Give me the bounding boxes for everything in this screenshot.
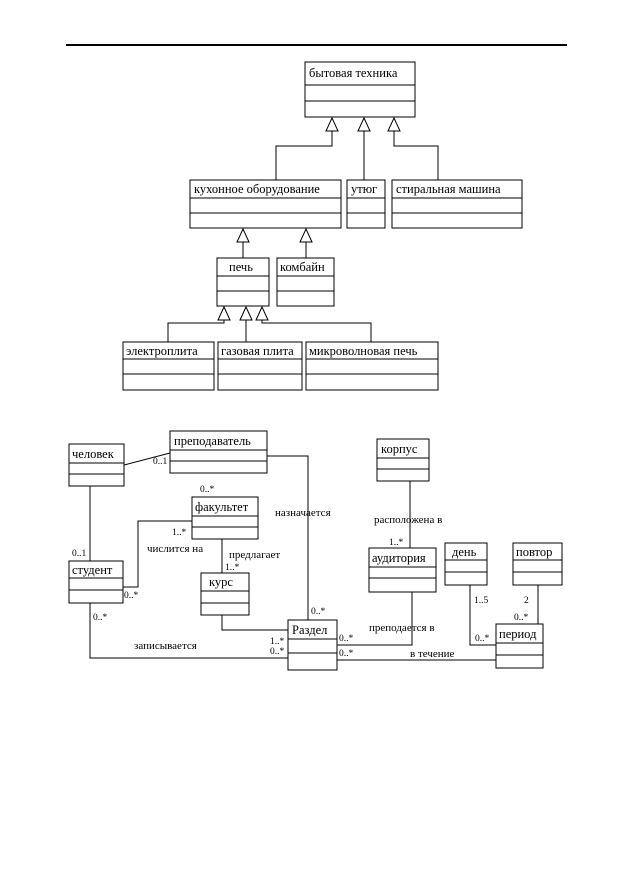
class-section-name: Раздел: [292, 623, 327, 637]
class-gas-stove: [217, 341, 303, 391]
class-repeat-name: повтор: [516, 545, 552, 559]
generalization-electric-stove: [167, 320, 225, 342]
assoc-label-assigned: назначается: [275, 507, 331, 519]
class-classroom-name: аудитория: [372, 551, 426, 565]
class-day-name: день: [452, 545, 477, 559]
generalization-arrow-icon: [299, 227, 313, 243]
class-person-name: человек: [72, 447, 115, 461]
assoc-day-period: [469, 585, 496, 646]
multiplicity-label: 0..1: [72, 549, 87, 559]
multiplicity-label: 0..*: [93, 613, 108, 623]
multiplicity-label: 2: [524, 596, 529, 606]
class-oven-name: печь: [229, 260, 253, 274]
class-teacher-name: преподаватель: [174, 434, 251, 448]
multiplicity-label: 0..*: [475, 634, 490, 644]
multiplicity-label: 0..*: [200, 485, 215, 495]
assoc-teacher-section: [267, 455, 309, 620]
generalization-arrow-icon: [255, 305, 269, 321]
multiplicity-label: 0..*: [124, 591, 139, 601]
class-combine-name: комбайн: [280, 260, 325, 274]
generalization-washing-machine: [393, 131, 439, 180]
assoc-label-during: в течение: [410, 648, 455, 660]
class-faculty: [191, 496, 259, 540]
class-appliances-name: бытовая техника: [309, 66, 398, 80]
class-gas-stove-name: газовая плита: [221, 344, 294, 358]
class-course: [200, 572, 250, 616]
generalization-arrow-icon: [387, 116, 401, 132]
multiplicity-label: 0..*: [270, 647, 285, 657]
multiplicity-label: 0..*: [339, 649, 354, 659]
multiplicity-label: 1..*: [225, 563, 240, 573]
class-electric-stove-name: электроплита: [126, 344, 198, 358]
class-classroom: [368, 547, 437, 593]
class-washing-machine: [391, 179, 523, 229]
assoc-label-offers: предлагает: [229, 549, 280, 561]
generalization-microwave: [261, 320, 372, 342]
multiplicity-label: 0..1: [153, 457, 168, 467]
generalization-arrow-icon: [239, 305, 253, 321]
class-building: [376, 438, 430, 482]
assoc-student-faculty: [123, 520, 192, 588]
class-microwave: [305, 341, 439, 391]
class-kitchen-equipment: [189, 179, 342, 229]
class-appliances: [304, 61, 416, 118]
class-student: [68, 560, 124, 604]
class-course-name: курс: [209, 575, 233, 589]
class-day: [444, 542, 488, 586]
multiplicity-label: 0..*: [311, 607, 326, 617]
class-iron: [346, 179, 386, 229]
assoc-label-located: расположена в: [374, 514, 442, 526]
class-teacher: [169, 430, 268, 474]
class-iron-name: утюг: [351, 182, 377, 196]
multiplicity-label: 0..*: [514, 613, 529, 623]
assoc-label-registers: записывается: [134, 640, 197, 652]
generalization-arrow-icon: [325, 116, 339, 132]
assoc-student-section: [89, 603, 288, 659]
header-rule: [66, 44, 567, 46]
generalization-arrow-icon: [217, 305, 231, 321]
class-student-name: студент: [72, 563, 113, 577]
generalization-kitchen: [275, 131, 333, 180]
class-building-name: корпус: [381, 442, 418, 456]
class-kitchen-equipment-name: кухонное оборудование: [194, 182, 320, 196]
multiplicity-label: 1..*: [172, 528, 187, 538]
assoc-section-classroom: [337, 592, 413, 646]
generalization-arrow-icon: [236, 227, 250, 243]
class-washing-machine-name: стиральная машина: [396, 182, 501, 196]
class-period: [495, 623, 544, 669]
class-faculty-name: факультет: [195, 500, 249, 514]
class-microwave-name: микроволновая печь: [309, 344, 418, 358]
multiplicity-label: 1..*: [389, 538, 404, 548]
assoc-course-section: [221, 615, 288, 631]
multiplicity-label: 1..*: [270, 637, 285, 647]
multiplicity-label: 1..5: [474, 596, 489, 606]
class-period-name: период: [499, 627, 537, 641]
generalization-arrow-icon: [357, 116, 371, 132]
assoc-label-taught: преподается в: [369, 622, 435, 634]
assoc-person-teacher: [123, 452, 171, 466]
multiplicity-label: 0..*: [339, 634, 354, 644]
assoc-label-enrolled: числится на: [147, 543, 203, 555]
